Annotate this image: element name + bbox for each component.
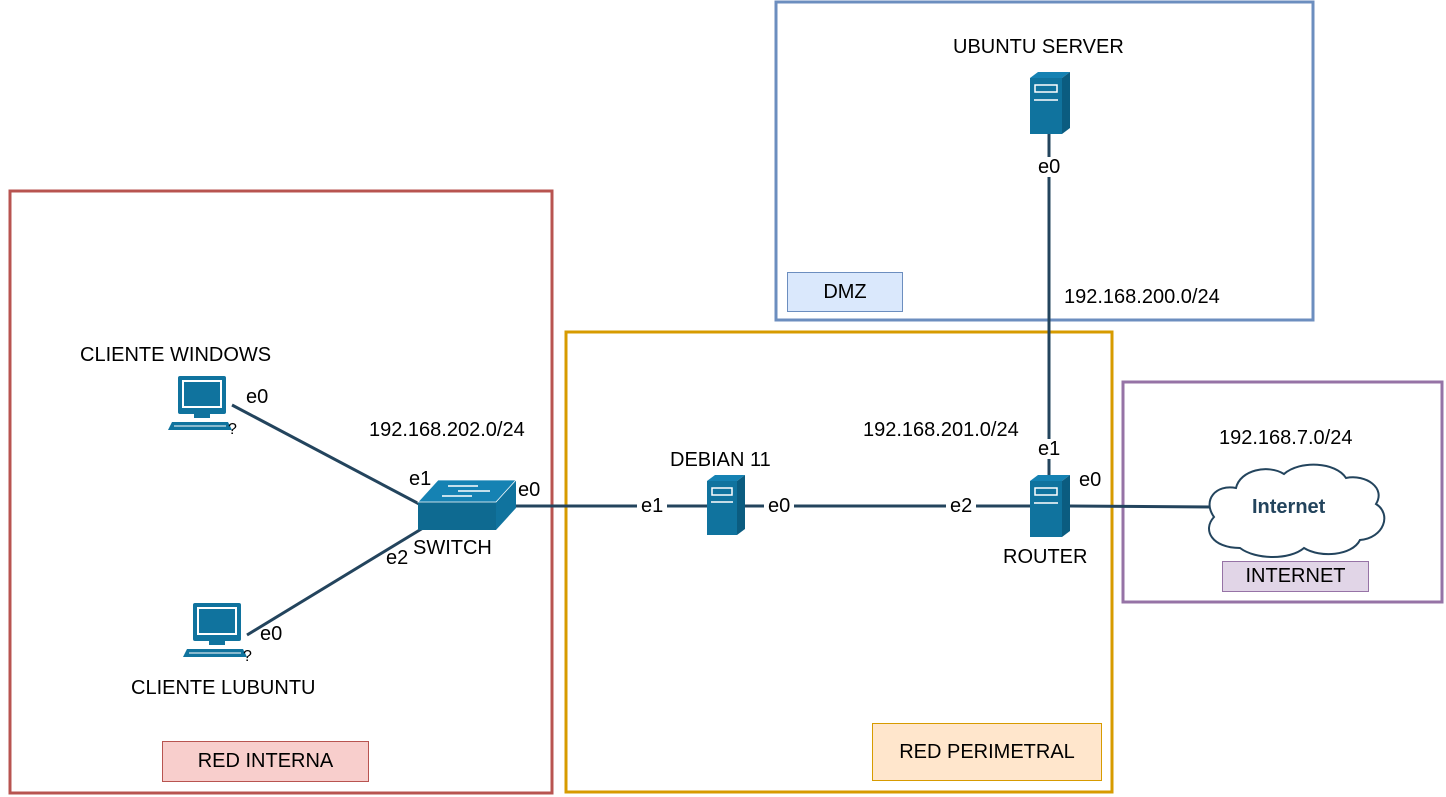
device-label-ubuntu-server: UBUNTU SERVER: [953, 36, 1124, 58]
svg-text:?: ?: [228, 421, 237, 438]
device-label-cliente-windows: CLIENTE WINDOWS: [80, 344, 272, 366]
pc-icon: ?: [183, 603, 252, 665]
zone-tag-red-interna: RED INTERNA: [162, 741, 369, 782]
device-label-debian: DEBIAN 11: [670, 449, 771, 471]
port-label-switch-e0: e0: [518, 479, 541, 501]
zone-tag-dmz: DMZ: [787, 272, 903, 312]
zone-internet: [1121, 380, 1444, 604]
port-label-router-e0: e0: [1079, 469, 1102, 491]
link-windows-switch: [231, 403, 424, 508]
port-label-windows-e0: e0: [246, 386, 269, 408]
link-router-internet: [1069, 504, 1213, 509]
device-label-router: ROUTER: [1003, 546, 1088, 568]
zone-red-perimetral: [564, 330, 1114, 794]
port-label-router-e2: e2: [946, 496, 977, 516]
port-label-ubuntu-e0: e0: [1034, 157, 1065, 177]
zone-tag-internet: INTERNET: [1222, 561, 1369, 592]
switch-icon: [417, 479, 517, 530]
zone-tag-red-perimetral: RED PERIMETRAL: [872, 723, 1102, 781]
network-label-perimetral: 192.168.201.0/24: [863, 419, 1019, 441]
port-label-switch-e2: e2: [386, 547, 409, 569]
cloud-label-internet: Internet: [1252, 496, 1326, 518]
server-icon: [707, 475, 745, 535]
device-label-cliente-lubuntu: CLIENTE LUBUNTU: [131, 677, 316, 699]
network-label-dmz: 192.168.200.0/24: [1064, 286, 1220, 308]
network-label-internal: 192.168.202.0/24: [369, 419, 525, 441]
link-lubuntu-switch: [246, 526, 424, 637]
cloud-icon: [1208, 463, 1386, 558]
zone-dmz: [774, 0, 1315, 322]
port-label-router-e1: e1: [1034, 439, 1065, 459]
zone-red-interna: [8, 189, 554, 795]
server-icon: [1030, 475, 1070, 537]
port-label-debian-e1: e1: [637, 496, 668, 516]
port-label-lubuntu-e0: e0: [260, 623, 283, 645]
pc-icon: ?: [168, 376, 237, 438]
svg-text:?: ?: [243, 648, 252, 665]
network-label-internet: 192.168.7.0/24: [1219, 427, 1353, 449]
port-label-debian-e0: e0: [764, 496, 795, 516]
device-label-switch: SWITCH: [413, 537, 492, 559]
port-label-switch-e1: e1: [409, 468, 432, 490]
server-icon: [1030, 72, 1070, 134]
